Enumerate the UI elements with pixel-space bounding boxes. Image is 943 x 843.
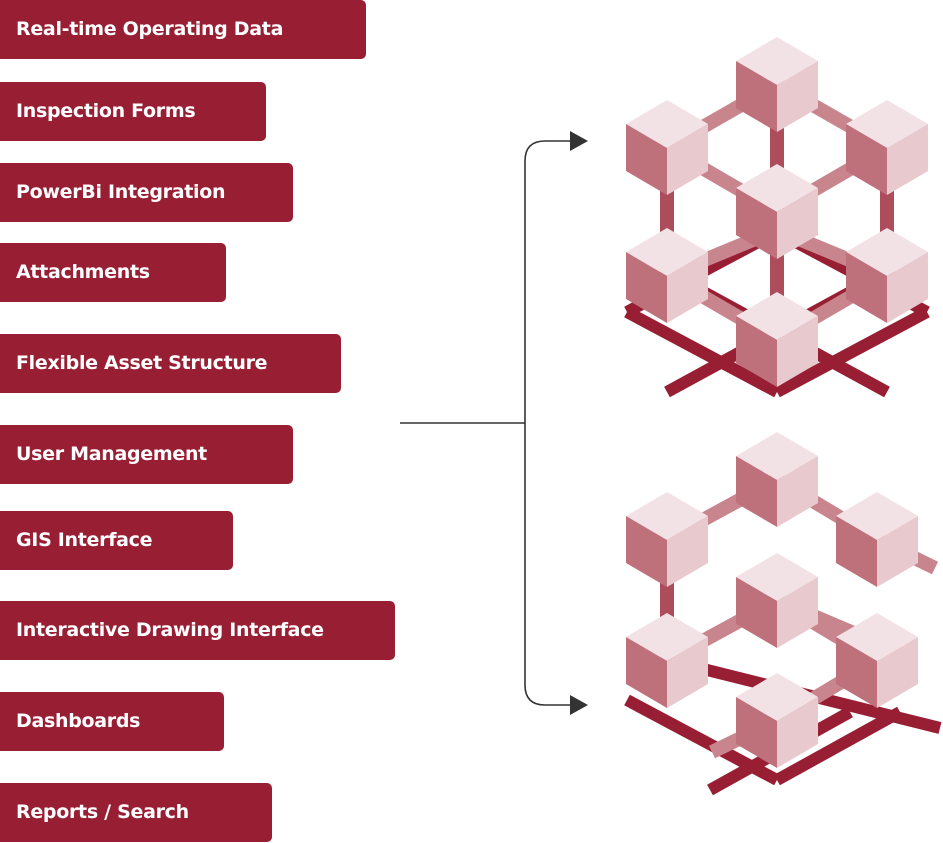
cube-right: [887, 124, 928, 195]
cube-left: [736, 456, 777, 527]
cube-left: [836, 637, 877, 708]
partial-cube-structure: [624, 432, 942, 796]
full-cube-structure: [624, 37, 930, 398]
cube-left: [626, 252, 667, 323]
cube-right: [887, 252, 928, 323]
feature-gis-interface: GIS Interface: [0, 511, 233, 570]
ground-shadow: [774, 306, 930, 398]
cube-right: [667, 637, 708, 708]
ground-shadow: [624, 306, 780, 398]
cube-left: [626, 516, 667, 587]
cube-right: [777, 188, 818, 259]
cube-right: [777, 316, 818, 387]
cube-right: [667, 516, 708, 587]
cube-left: [626, 637, 667, 708]
feature-interactive-drawing-interface: Interactive Drawing Interface: [0, 601, 395, 660]
feature-dashboards: Dashboards: [0, 692, 224, 751]
cube-left: [736, 697, 777, 768]
arrow-bottom-icon: [570, 695, 588, 715]
cube-left: [736, 61, 777, 132]
arrow-top-icon: [570, 131, 588, 151]
feature-inspection-forms: Inspection Forms: [0, 82, 266, 141]
cube-right: [877, 637, 918, 708]
cube-left: [736, 188, 777, 259]
cube-left: [846, 252, 887, 323]
feature-attachments: Attachments: [0, 243, 226, 302]
cube-right: [667, 124, 708, 195]
feature-reports-search: Reports / Search: [0, 783, 272, 842]
cube-left: [736, 316, 777, 387]
cube-left: [626, 124, 667, 195]
cube-right: [777, 61, 818, 132]
cube-right: [667, 252, 708, 323]
connector-lines: [400, 140, 570, 706]
feature-real-time-operating-data: Real-time Operating Data: [0, 0, 366, 59]
cube-right: [777, 697, 818, 768]
cube-right: [877, 516, 918, 587]
cube-left: [736, 577, 777, 648]
cube-right: [777, 577, 818, 648]
cube-left: [836, 516, 877, 587]
cube-left: [846, 124, 887, 195]
ground-shadow: [774, 706, 903, 786]
feature-flexible-asset-structure: Flexible Asset Structure: [0, 334, 341, 393]
feature-powerbi-integration: PowerBi Integration: [0, 163, 293, 222]
cube-right: [777, 456, 818, 527]
feature-user-management: User Management: [0, 425, 293, 484]
